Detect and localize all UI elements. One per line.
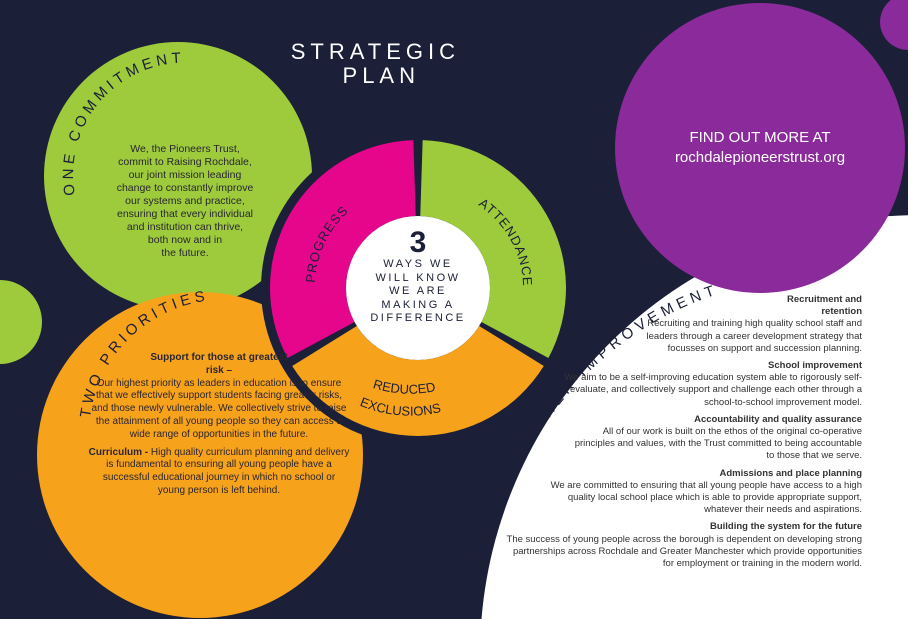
text-line: and institution can thrive, <box>126 221 244 233</box>
improvement-text: We are committed to ensuring that all yo… <box>550 479 862 516</box>
orange-circle <box>37 292 363 618</box>
find-out-label: FIND OUT MORE AT <box>689 129 831 146</box>
website-link[interactable]: rochdalepioneerstrust.org <box>674 149 846 166</box>
priority-1-title: Support for those at greatest risk – <box>150 352 288 376</box>
page-title: STRATEGIC PLAN <box>200 40 460 88</box>
one-commitment-text: We, the Pioneers Trust, commit to Raisin… <box>100 143 270 260</box>
two-priorities-text: Support for those at greatest risk –Our … <box>88 352 350 503</box>
improvement-title: School improvement <box>768 360 862 372</box>
wheel-centre-text: 3 WAYS WE WILL KNOW WE ARE MAKING A DIFF… <box>350 228 486 326</box>
wheel-line: WAYS WE <box>383 258 453 270</box>
wheel-line: WILL KNOW <box>375 271 461 284</box>
white-circle <box>481 215 908 619</box>
improvement-title: Admissions and place planning <box>719 467 862 479</box>
wheel-line: MAKING A <box>381 298 455 311</box>
segment-reduced-exclusions-sector <box>292 325 544 437</box>
small-purple-circle <box>880 0 908 50</box>
svg-text:REDUCED: REDUCED <box>372 376 437 397</box>
improvement-text: We aim to be a self-improving education … <box>564 372 862 408</box>
priority-1-text: Our highest priority as leaders in educa… <box>91 377 347 440</box>
improvement-title: Recruitment and retention <box>787 294 862 318</box>
priority-2-text: High quality curriculum planning and del… <box>102 446 350 496</box>
text-line: both now and in <box>147 234 223 246</box>
segment-progress-sector <box>270 140 416 358</box>
priority-2-title: Curriculum - <box>88 446 149 458</box>
text-line: commit to Raising Rochdale, <box>118 156 252 168</box>
wheel-line: WE ARE <box>389 285 447 297</box>
green-circle <box>44 42 312 310</box>
small-green-circle <box>0 280 42 364</box>
improvement-text: The success of young people across the b… <box>506 533 862 570</box>
text-line: We, the Pioneers Trust, <box>130 143 240 155</box>
text-line: ensuring that every individual <box>117 208 253 220</box>
title-line-2: PLAN <box>342 63 420 88</box>
text-line: the future. <box>161 247 209 259</box>
title-line-1: STRATEGIC <box>290 39 460 64</box>
segment-attendance-sector <box>420 140 566 358</box>
wheel-line: DIFFERENCE <box>370 312 466 324</box>
improvement-title: Accountability and quality assurance <box>694 413 862 425</box>
improvement-title: Building the system for the future <box>709 521 862 533</box>
improvement-text: Recruiting and training high quality sch… <box>646 318 862 354</box>
text-line: change to constantly improve <box>116 182 254 194</box>
wheel-number: 3 <box>409 226 427 259</box>
find-out-more: FIND OUT MORE AT rochdalepioneerstrust.o… <box>625 128 895 168</box>
improvement-text: All of our work is built on the ethos of… <box>574 426 862 462</box>
text-line: our joint mission leading <box>128 169 242 181</box>
purple-circle <box>615 3 905 293</box>
text-line: our systems and practice, <box>125 195 245 207</box>
segment-reduced: REDUCED <box>372 376 437 397</box>
wheel-centre <box>346 216 490 360</box>
